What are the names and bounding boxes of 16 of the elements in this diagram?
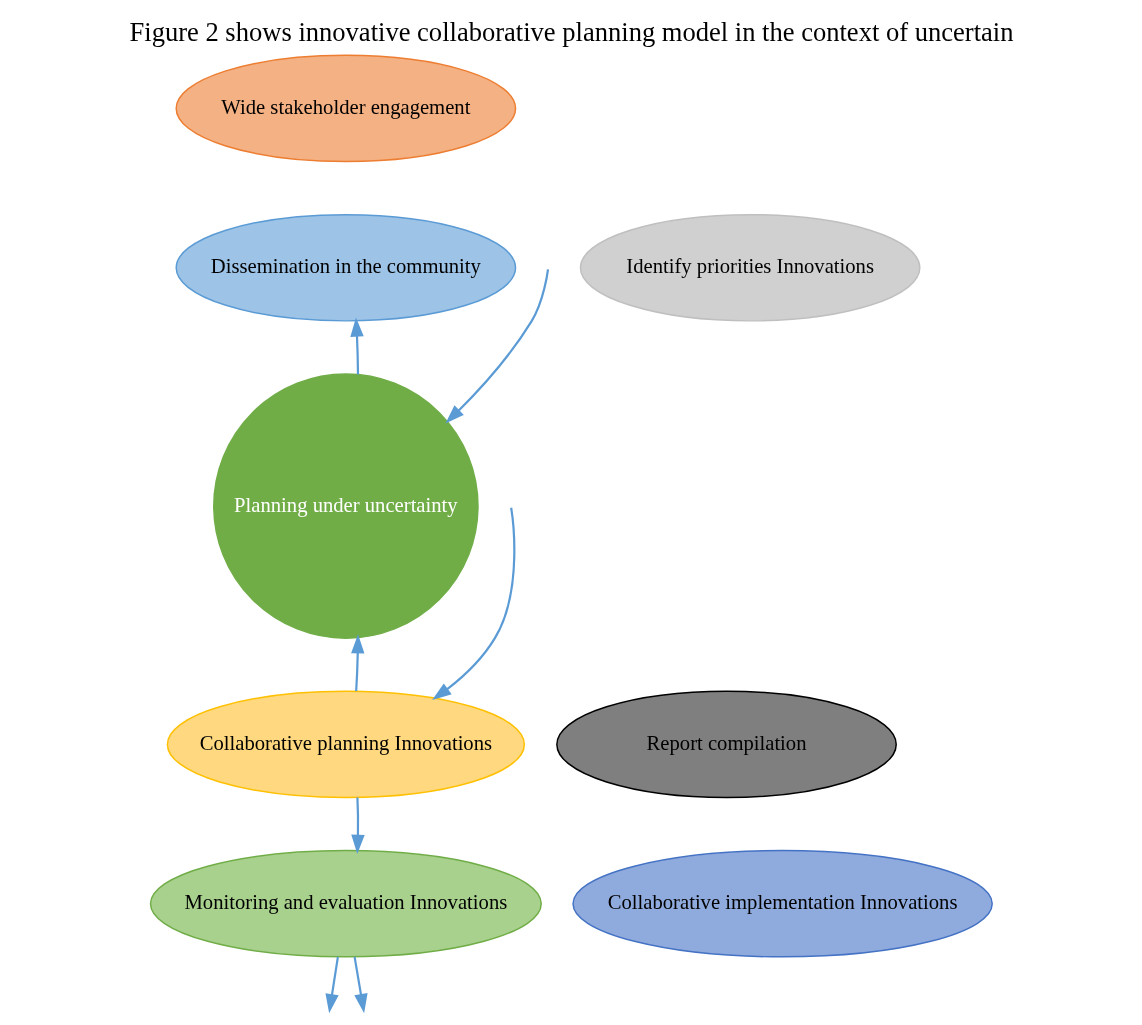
node-ellipse: Identify priorities Innovations: [579, 213, 921, 322]
arrow: [349, 317, 364, 375]
diagram-title: Figure 2 shows innovative collaborative planning model in the context of uncertain: [129, 17, 1013, 48]
node-ellipse: Monitoring and evaluation Innovations: [149, 849, 542, 958]
arrow: [444, 269, 549, 424]
node-ellipse: Report compilation: [555, 690, 897, 799]
node-circle: Planning under uncertainty: [212, 373, 479, 639]
arrow: [350, 797, 365, 854]
arrow: [350, 634, 364, 692]
arrow: [431, 507, 515, 701]
arrow: [353, 956, 368, 1014]
node-ellipse: Wide stakeholder engagement: [174, 54, 516, 163]
node-ellipse: Dissemination in the community: [174, 213, 516, 322]
node-ellipse: Collaborative planning Innovations: [166, 690, 525, 799]
node-ellipse: Collaborative implementation Innovations: [571, 849, 993, 958]
arrow: [324, 956, 339, 1014]
